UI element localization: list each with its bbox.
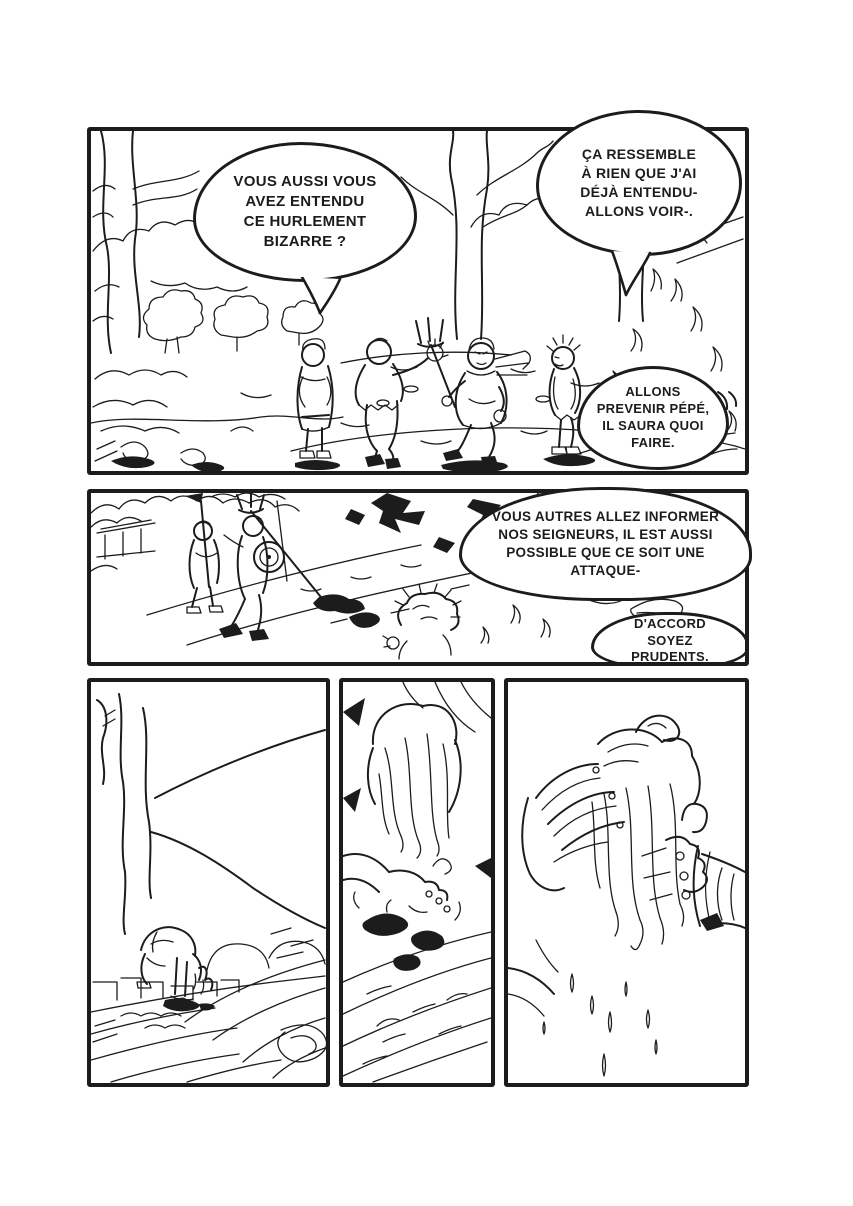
- speech-bubble-informer: VOUS AUTRES ALLEZ INFORMER NOS SEIGNEURS…: [459, 487, 752, 601]
- panel-1-artwork: [91, 131, 745, 471]
- bubble-1-tail: [300, 277, 342, 315]
- panel-river-cliffs: [87, 678, 330, 1087]
- speech-text-5: D'ACCORD SOYEZ PRUDENTS.: [631, 615, 709, 665]
- speech-text-4: VOUS AUTRES ALLEZ INFORMER NOS SEIGNEURS…: [491, 509, 720, 578]
- panel-4-artwork: [343, 682, 491, 1083]
- bubble-3-voice-marks: [717, 391, 738, 410]
- speech-text-3: ALLONS PREVENIR PÉPÉ, IL SAURA QUOI FAIR…: [596, 384, 710, 450]
- panel-5-artwork: [508, 714, 745, 1077]
- speech-text-2: ÇA RESSEMBLE À RIEN QUE J'AI DÉJÀ ENTEND…: [580, 146, 698, 219]
- panel-3-artwork: [91, 693, 326, 1083]
- speech-bubble-hurlement: VOUS AUSSI VOUS AVEZ ENTENDU CE HURLEMEN…: [193, 142, 417, 282]
- panel-wringing-hair: [504, 678, 749, 1087]
- bubble-2-tail: [610, 251, 652, 297]
- speech-bubble-pepe: ALLONS PREVENIR PÉPÉ, IL SAURA QUOI FAIR…: [577, 366, 729, 470]
- speech-text-1: VOUS AUSSI VOUS AVEZ ENTENDU CE HURLEMEN…: [233, 173, 377, 250]
- speech-bubble-prudents: D'ACCORD SOYEZ PRUDENTS.: [591, 612, 745, 665]
- panel-head-in-water: [339, 678, 495, 1087]
- speech-bubble-allons-voir: ÇA RESSEMBLE À RIEN QUE J'AI DÉJÀ ENTEND…: [536, 110, 742, 256]
